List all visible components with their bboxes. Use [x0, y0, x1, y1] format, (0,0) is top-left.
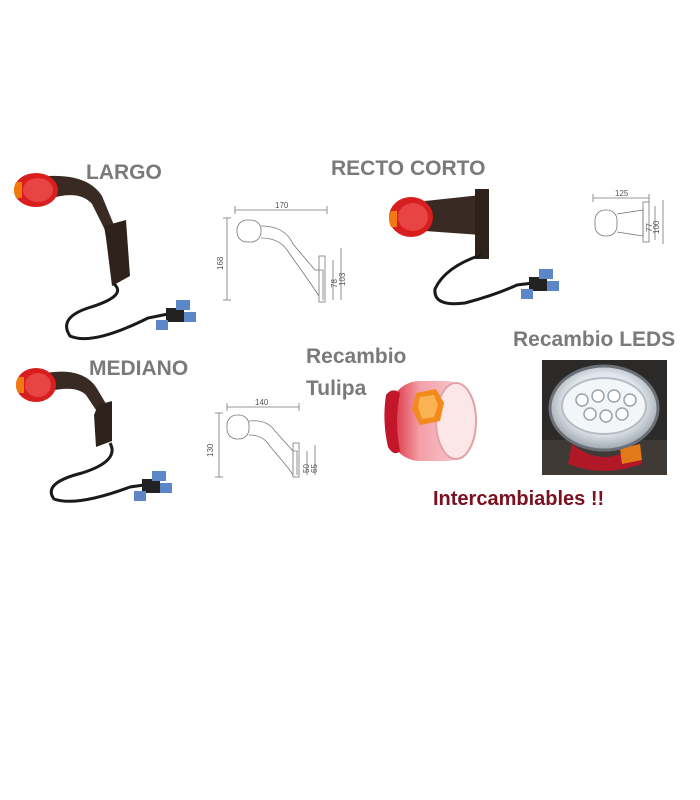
label-largo: LARGO	[86, 161, 162, 184]
dim-largo-height: 168	[216, 256, 225, 270]
lamp-recto-corto-image	[389, 189, 559, 306]
lamp-largo-image	[14, 173, 196, 341]
label-intercambiables: Intercambiables !!	[433, 488, 605, 510]
dim-mediano-d2: 65	[310, 464, 319, 473]
dim-mediano-height: 130	[206, 443, 215, 457]
dim-recto-corto-d2: 100	[652, 220, 661, 234]
replacement-leds-image	[542, 360, 667, 475]
diagram-largo	[223, 206, 342, 303]
label-recambio-tulipa-2: Tulipa	[306, 377, 367, 400]
diagram-largo-labels: 170 168 78 103	[216, 201, 347, 288]
dim-largo-d2: 103	[338, 272, 347, 286]
label-recto-corto: RECTO CORTO	[331, 157, 486, 180]
diagram-recto-corto	[592, 194, 664, 244]
diagram-recto-corto-labels: 125 77 100	[615, 189, 661, 234]
dim-recto-corto-d1: 77	[645, 223, 654, 232]
dim-recto-corto-width: 125	[615, 189, 629, 198]
dim-largo-width: 170	[275, 201, 289, 210]
label-recambio-tulipa-1: Recambio	[306, 345, 407, 368]
lamp-mediano-image	[16, 368, 172, 503]
diagram-mediano-labels: 140 130 50 65	[206, 398, 319, 473]
dim-largo-d1: 78	[330, 279, 339, 288]
label-recambio-leds: Recambio LEDS	[513, 328, 676, 351]
diagram-mediano	[215, 403, 316, 478]
label-mediano: MEDIANO	[89, 357, 189, 380]
dim-mediano-width: 140	[255, 398, 269, 407]
dim-mediano-d1: 50	[302, 464, 311, 473]
replacement-lens-image	[384, 381, 477, 461]
